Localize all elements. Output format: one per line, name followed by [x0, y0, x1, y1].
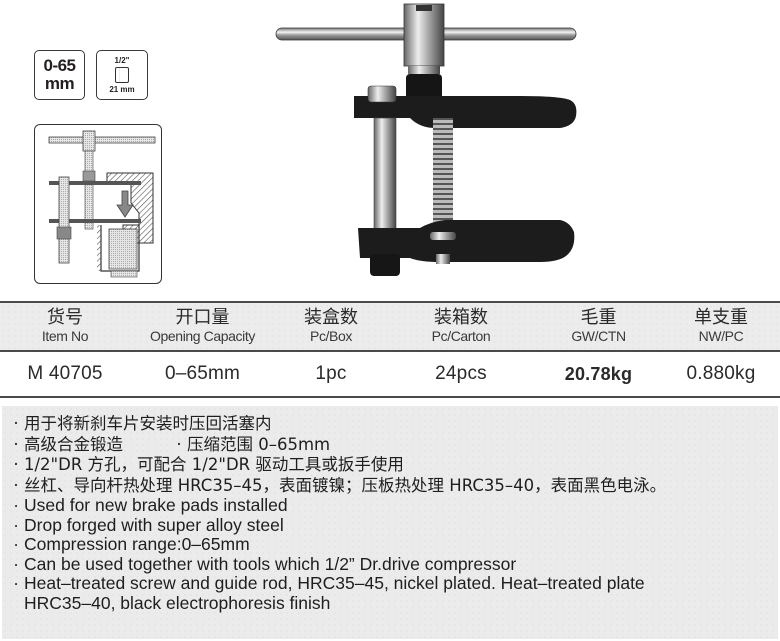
- feature-text: 丝杠、导向杆热处理 HRC35–45，表面镀镍；压板热处理 HRC35–40，表…: [24, 475, 667, 495]
- header-en: NW/PC: [698, 328, 744, 344]
- header-nw-pc: 单支重 NW/PC: [662, 303, 780, 350]
- brake-caliper-compressor-icon: [275, 3, 577, 276]
- feature-en-5-continued: HRC35–40, black electrophoresis finish: [8, 592, 778, 614]
- feature-text: HRC35–40, black electrophoresis finish: [24, 592, 331, 613]
- header-gw-ctn: 毛重 GW/CTN: [535, 303, 662, 350]
- feature-en-4: · Can be used together with tools which …: [8, 553, 778, 575]
- header-en: GW/CTN: [571, 328, 626, 344]
- product-photo: [270, 0, 590, 285]
- feature-zh-3: · 1/2"DR 方孔，可配合 1/2"DR 驱动工具或扳手使用: [8, 455, 778, 476]
- feature-text: Compression range:0–65mm: [24, 534, 250, 554]
- feature-zh-4: · 丝杠、导向杆热处理 HRC35–45，表面镀镍；压板热处理 HRC35–40…: [8, 476, 778, 497]
- table-row: M 40705 0–65mm 1pc 24pcs 20.78kg 0.880kg: [0, 352, 780, 398]
- usage-diagram: [34, 124, 162, 284]
- badge-range-value: 0-65: [43, 56, 76, 75]
- item-no-value: M 40705: [27, 363, 103, 384]
- header-item-no: 货号 Item No: [0, 303, 130, 350]
- nw-pc-value: 0.880kg: [686, 363, 756, 384]
- feature-en-2: · Drop forged with super alloy steel: [8, 514, 778, 536]
- arrow-down-icon: [116, 190, 134, 218]
- feature-text: 1/2"DR 方孔，可配合 1/2"DR 驱动工具或扳手使用: [24, 455, 404, 474]
- feature-text: Can be used together with tools which 1/…: [24, 553, 517, 574]
- feature-en-1: · Used for new brake pads installed: [8, 495, 778, 516]
- header-en: Opening Capacity: [150, 328, 255, 344]
- pc-box-value: 1pc: [315, 363, 347, 384]
- feature-text: Used for new brake pads installed: [24, 495, 288, 515]
- bullet-icon: ·: [176, 434, 182, 454]
- bullet-icon: ·: [13, 434, 19, 454]
- header-en: Pc/Carton: [431, 328, 491, 344]
- header-zh: 装箱数: [434, 307, 488, 328]
- bullet-icon: ·: [13, 414, 19, 433]
- feature-text: 用于将新刹车片安装时压回活塞内: [24, 414, 272, 433]
- feature-zh-2: · 高级合金锻造 · 压缩范围 0–65mm: [8, 435, 778, 456]
- bullet-icon: ·: [13, 514, 19, 535]
- header-zh: 毛重: [580, 307, 617, 328]
- feature-en-3: · Compression range:0–65mm: [8, 534, 778, 555]
- bullet-icon: ·: [13, 534, 19, 554]
- header-zh: 单支重: [694, 307, 748, 328]
- opening-capacity-value: 0–65mm: [164, 363, 241, 384]
- bullet-icon: ·: [13, 475, 19, 495]
- badge-hex-size: 21 mm: [109, 85, 135, 94]
- header-pc-box: 装盒数 Pc/Box: [275, 303, 387, 350]
- spec-table-header: 货号 Item No 开口量 Opening Capacity 装盒数 Pc/B…: [0, 301, 780, 352]
- header-en: Item No: [41, 328, 89, 344]
- opening-range-badge: 0-65 mm: [34, 50, 85, 100]
- caliper-compression-diagram-icon: [48, 130, 156, 278]
- feature-zh-1: · 用于将新刹车片安装时压回活塞内: [8, 414, 778, 435]
- feature-text: 高级合金锻造: [24, 434, 123, 454]
- feature-list: · 用于将新刹车片安装时压回活塞内 · 高级合金锻造 · 压缩范围 0–65mm…: [2, 406, 778, 639]
- feature-text: Drop forged with super alloy steel: [24, 514, 284, 535]
- feature-text: Heat–treated screw and guide rod, HRC35–…: [24, 573, 645, 593]
- badge-drive-size: 1/2": [114, 56, 130, 65]
- header-opening-capacity: 开口量 Opening Capacity: [130, 303, 275, 350]
- bullet-icon: ·: [13, 495, 19, 515]
- feature-en-5: · Heat–treated screw and guide rod, HRC3…: [8, 573, 778, 594]
- header-en: Pc/Box: [310, 328, 352, 344]
- spec-table: 货号 Item No 开口量 Opening Capacity 装盒数 Pc/B…: [0, 301, 780, 398]
- hex-socket-icon: [115, 67, 129, 83]
- bullet-icon: ·: [13, 573, 19, 593]
- header-zh: 开口量: [175, 307, 230, 328]
- bullet-icon: ·: [13, 553, 19, 574]
- header-zh: 装盒数: [304, 307, 358, 328]
- feature-text: 压缩范围 0–65mm: [187, 434, 331, 454]
- pc-carton-value: 24pcs: [435, 363, 487, 384]
- header-pc-carton: 装箱数 Pc/Carton: [387, 303, 535, 350]
- badge-range-unit: mm: [44, 74, 75, 93]
- header-zh: 货号: [47, 307, 83, 328]
- drive-size-badge: 1/2" 21 mm: [96, 50, 148, 100]
- gw-ctn-value: 20.78kg: [564, 363, 633, 384]
- bullet-icon: ·: [13, 455, 19, 474]
